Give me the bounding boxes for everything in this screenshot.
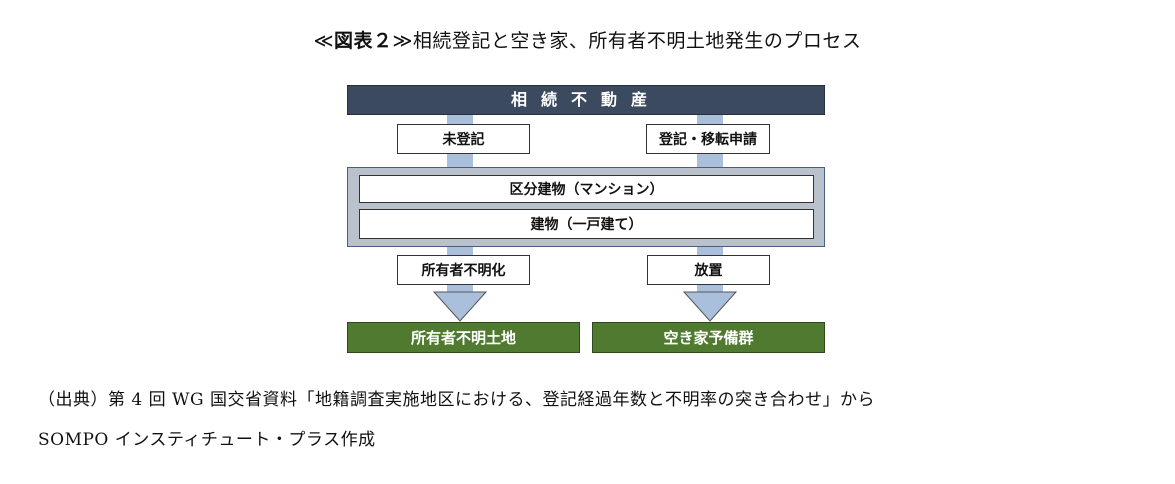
- source-line-2: SOMPO インスティチュート・プラス作成: [38, 430, 376, 450]
- owner-unknown-label: 所有者不明化: [397, 255, 530, 285]
- left-down-arrow: [432, 291, 488, 322]
- unregistered-label: 未登記: [397, 124, 530, 154]
- neglect-label: 放置: [647, 255, 770, 285]
- unknown-owner-land-box: 所有者不明土地: [347, 322, 580, 353]
- right-down-arrow: [682, 291, 738, 322]
- registration-transfer-label: 登記・移転申請: [646, 124, 770, 154]
- inherited-property-header: 相続不動産: [347, 85, 825, 115]
- title-bracket-close: ≫: [392, 30, 413, 52]
- figure-title: ≪図表２≫相続登記と空き家、所有者不明土地発生のプロセス: [0, 26, 1175, 53]
- title-text: 相続登記と空き家、所有者不明土地発生のプロセス: [412, 30, 862, 52]
- title-bracket-open: ≪: [313, 30, 334, 52]
- figure-label: 図表２: [333, 30, 393, 52]
- source-line-1: （出典）第 4 回 WG 国交省資料「地籍調査実施地区における、登記経過年数と不…: [38, 390, 875, 410]
- condominium-box: 区分建物（マンション）: [359, 175, 814, 203]
- detached-house-box: 建物（一戸建て）: [359, 209, 814, 239]
- vacant-house-reserve-box: 空き家予備群: [592, 322, 825, 353]
